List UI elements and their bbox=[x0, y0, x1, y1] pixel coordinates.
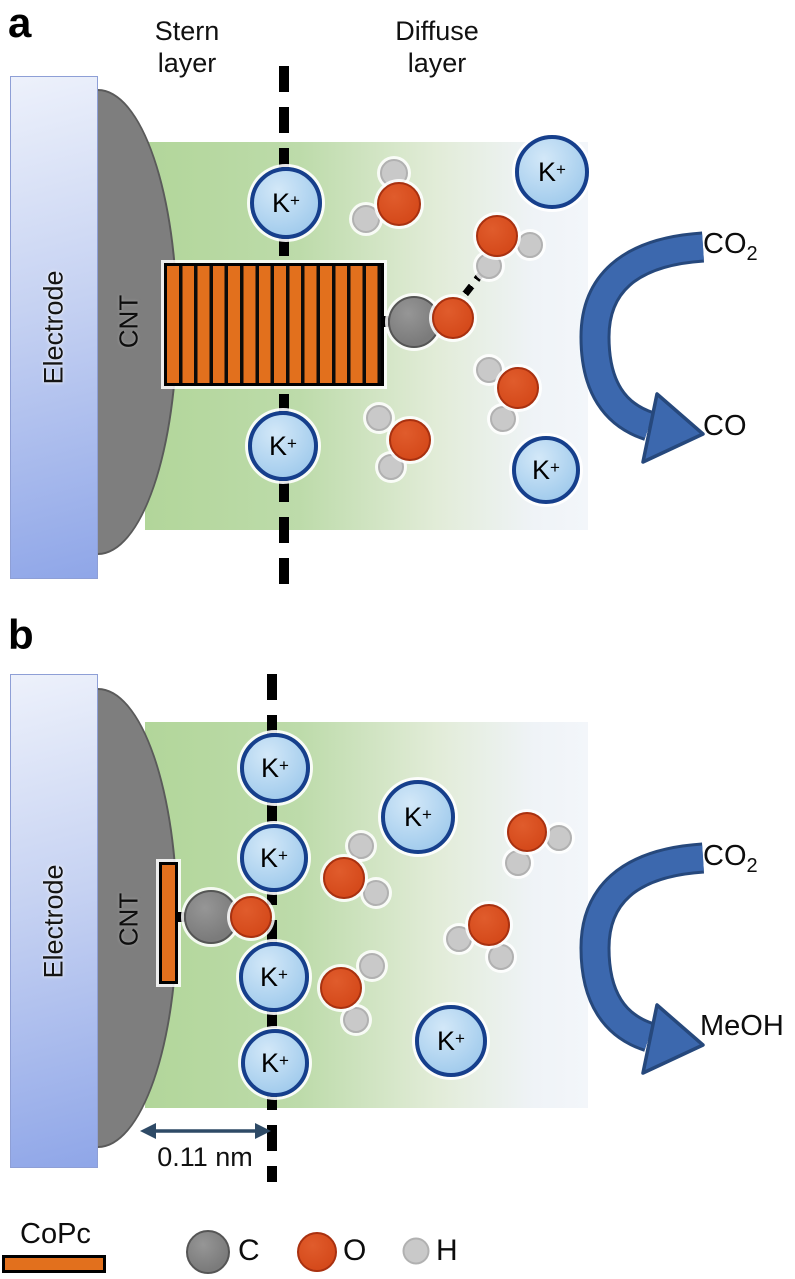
oxygen-atom bbox=[323, 857, 365, 899]
k-ion-label: K+ bbox=[404, 801, 432, 832]
k-ion-label: K+ bbox=[532, 454, 560, 485]
k-ion: K+ bbox=[240, 733, 310, 803]
legend-oxygen-swatch bbox=[297, 1232, 337, 1272]
k-ion-label: K+ bbox=[260, 961, 288, 992]
hydrogen-atom bbox=[366, 405, 392, 431]
hydrogen-atom bbox=[446, 926, 472, 952]
cnt-b-label: CNT bbox=[113, 892, 144, 947]
panel-b-label: b bbox=[8, 611, 34, 658]
k-ion-label: K+ bbox=[269, 430, 297, 461]
k-ion-label: K+ bbox=[260, 842, 288, 873]
legend-copc-label: CoPc bbox=[20, 1218, 91, 1250]
oxygen-atom bbox=[507, 812, 547, 852]
co-product-label: CO bbox=[703, 410, 747, 442]
k-ion: K+ bbox=[239, 942, 309, 1012]
legend-hydrogen-swatch bbox=[402, 1237, 430, 1265]
legend-copc-swatch bbox=[2, 1255, 106, 1273]
hydrogen-atom bbox=[476, 357, 502, 383]
carbon-atom bbox=[388, 296, 440, 348]
hydrogen-atom bbox=[378, 454, 404, 480]
oxygen-atom bbox=[320, 967, 362, 1009]
hydrogen-atom bbox=[488, 944, 514, 970]
stern-width-label: 0.11 nm bbox=[157, 1142, 253, 1172]
k-ion-label: K+ bbox=[272, 187, 300, 218]
diffuse-layer-label: Diffuse layer bbox=[395, 16, 479, 78]
electrode-a bbox=[10, 76, 98, 579]
oxygen-atom bbox=[230, 896, 272, 938]
k-ion: K+ bbox=[512, 436, 580, 504]
hydrogen-atom bbox=[517, 232, 543, 258]
oxygen-atom bbox=[468, 904, 510, 946]
electrode-a-label: Electrode bbox=[38, 270, 69, 385]
oxygen-atom bbox=[389, 419, 431, 461]
co2-to-meoh-arrow bbox=[579, 842, 705, 1075]
k-ion-label: K+ bbox=[261, 1047, 289, 1078]
k-ion: K+ bbox=[248, 411, 318, 481]
k-ion: K+ bbox=[240, 824, 308, 892]
electrode-b bbox=[10, 674, 98, 1168]
k-ion: K+ bbox=[515, 135, 589, 209]
stern-layer-label: Stern layer bbox=[154, 16, 220, 78]
copc-stack bbox=[164, 263, 384, 386]
hydrogen-atom bbox=[546, 825, 572, 851]
stern-diffuse-boundary-b bbox=[267, 674, 277, 1182]
copc-monomer bbox=[159, 862, 178, 984]
legend-carbon-swatch bbox=[186, 1230, 230, 1274]
copc-carbon-bond bbox=[176, 912, 190, 922]
electrode-b-label: Electrode bbox=[38, 864, 69, 979]
carbon-atom bbox=[184, 890, 238, 944]
legend-oxygen-label: O bbox=[343, 1234, 367, 1267]
hydrogen-atom bbox=[352, 205, 380, 233]
oxygen-atom bbox=[497, 367, 539, 409]
k-ion: K+ bbox=[381, 780, 455, 854]
oxygen-atom bbox=[432, 297, 474, 339]
hydrogen-atom bbox=[348, 833, 374, 859]
hydrogen-atom bbox=[363, 880, 389, 906]
legend-hydrogen-label: H bbox=[436, 1234, 458, 1267]
co2-to-co-arrow bbox=[579, 231, 705, 464]
panel-a-label: a bbox=[8, 0, 32, 46]
k-ion-label: K+ bbox=[437, 1025, 465, 1056]
cnt-a-label: CNT bbox=[113, 294, 144, 349]
hydrogen-atom bbox=[490, 406, 516, 432]
hydrogen-atom bbox=[343, 1007, 369, 1033]
co2-reactant-label-b: CO2 bbox=[703, 840, 758, 877]
k-ion: K+ bbox=[250, 167, 322, 239]
stern-width-arrow bbox=[140, 1123, 271, 1139]
hydrogen-atom bbox=[505, 850, 531, 876]
hydrogen-atom bbox=[359, 953, 385, 979]
k-ion: K+ bbox=[241, 1029, 309, 1097]
oxygen-atom bbox=[377, 182, 421, 226]
k-ion-label: K+ bbox=[538, 156, 566, 187]
legend-carbon-label: C bbox=[238, 1234, 260, 1267]
meoh-product-label: MeOH bbox=[700, 1010, 784, 1042]
k-ion: K+ bbox=[415, 1005, 487, 1077]
co2-reactant-label-a: CO2 bbox=[703, 228, 758, 265]
k-ion-label: K+ bbox=[261, 752, 289, 783]
oxygen-atom bbox=[476, 215, 518, 257]
